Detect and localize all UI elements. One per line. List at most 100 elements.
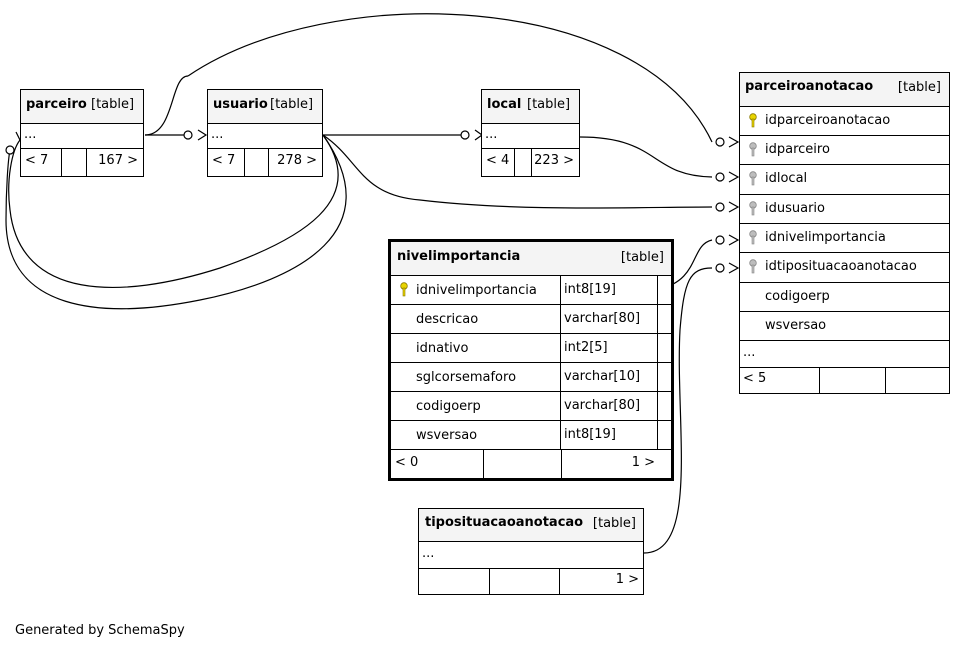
generated-by-footer: Generated by SchemaSpy bbox=[15, 623, 185, 638]
optional-marker bbox=[715, 235, 725, 245]
crowfoot-marker bbox=[728, 262, 740, 274]
column-name: sglcorsemaforo bbox=[416, 370, 517, 385]
divider bbox=[561, 450, 562, 478]
column-row[interactable]: idtiposituacaoanotacao bbox=[740, 252, 949, 282]
table-name[interactable]: tiposituacaoanotacao bbox=[425, 515, 584, 530]
more-columns-row[interactable]: ... bbox=[419, 541, 643, 568]
parents-count[interactable]: 223 > bbox=[534, 153, 574, 168]
more-columns: ... bbox=[485, 127, 498, 142]
table-name[interactable]: nivelimportancia bbox=[397, 249, 521, 264]
edge-parceiro-loop-1 bbox=[8, 134, 339, 289]
table-header bbox=[208, 90, 322, 123]
table-name[interactable]: parceiroanotacao bbox=[745, 79, 874, 94]
parents-count[interactable]: 1 > bbox=[631, 455, 655, 470]
table-header bbox=[391, 242, 671, 275]
relationship-counts: < 4 223 > bbox=[482, 148, 579, 176]
column-name: idusuario bbox=[765, 201, 825, 216]
table-name[interactable]: parceiro bbox=[26, 97, 87, 112]
divider bbox=[61, 149, 62, 176]
relationship-counts: < 5 bbox=[740, 367, 949, 393]
parents-count[interactable]: 278 > bbox=[277, 153, 317, 168]
column-row[interactable]: codigoerp varchar[80] bbox=[391, 391, 671, 420]
table-header bbox=[482, 90, 579, 123]
divider bbox=[657, 392, 658, 420]
column-name: codigoerp bbox=[765, 289, 830, 304]
divider bbox=[86, 149, 87, 176]
column-row[interactable]: idlocal bbox=[740, 164, 949, 194]
divider bbox=[657, 276, 658, 304]
children-count[interactable]: < 5 bbox=[743, 371, 767, 386]
column-name: wsversao bbox=[765, 318, 827, 333]
column-row[interactable]: idusuario bbox=[740, 194, 949, 223]
column-row[interactable]: idnivelimportancia bbox=[740, 223, 949, 252]
divider bbox=[560, 276, 561, 304]
table-local[interactable]: local [table] ... < 4 223 > bbox=[481, 89, 580, 177]
more-columns-row[interactable]: ... bbox=[21, 123, 143, 148]
column-type: varchar[80] bbox=[564, 398, 641, 413]
column-row[interactable]: codigoerp bbox=[740, 282, 949, 311]
column-row[interactable]: wsversao bbox=[740, 311, 949, 340]
children-count[interactable]: < 7 bbox=[25, 153, 49, 168]
divider bbox=[560, 363, 561, 391]
edge-parceiroanotacao-parceiro bbox=[187, 13, 713, 143]
children-count[interactable]: < 4 bbox=[486, 153, 510, 168]
more-columns-row[interactable]: ... bbox=[482, 123, 579, 148]
table-tiposituacaoanotacao[interactable]: tiposituacaoanotacao [table] ... 1 > bbox=[418, 508, 644, 595]
primary-key-icon bbox=[400, 282, 408, 297]
edge-parceiro-loop-2 bbox=[5, 134, 347, 310]
divider bbox=[514, 149, 515, 176]
divider bbox=[657, 305, 658, 333]
edge-usuario-parceiro bbox=[144, 75, 189, 136]
more-columns: ... bbox=[211, 127, 224, 142]
divider bbox=[819, 368, 820, 393]
column-name: idparceiroanotacao bbox=[765, 113, 891, 128]
optional-marker bbox=[183, 130, 193, 140]
divider bbox=[560, 392, 561, 420]
optional-marker bbox=[715, 137, 725, 147]
table-name[interactable]: local bbox=[487, 97, 522, 112]
optional-marker bbox=[5, 145, 15, 155]
column-name: idnativo bbox=[416, 341, 469, 356]
children-count[interactable]: < 0 bbox=[395, 455, 419, 470]
more-columns-row[interactable]: ... bbox=[740, 340, 949, 367]
table-parceiro[interactable]: parceiro [table] ... < 7 167 > bbox=[20, 89, 144, 177]
optional-marker bbox=[460, 130, 470, 140]
more-columns: ... bbox=[743, 345, 756, 360]
divider bbox=[268, 149, 269, 176]
table-nivelimportancia[interactable]: nivelimportancia [table] idnivelimportan… bbox=[388, 239, 674, 481]
column-name: wsversao bbox=[416, 428, 478, 443]
children-count[interactable]: < 7 bbox=[212, 153, 236, 168]
table-parceiroanotacao[interactable]: parceiroanotacao [table] idparceiroanota… bbox=[739, 72, 950, 394]
table-name[interactable]: usuario bbox=[213, 97, 268, 112]
foreign-key-icon bbox=[749, 259, 757, 274]
column-row[interactable]: wsversao int8[19] bbox=[391, 420, 671, 449]
table-header bbox=[21, 90, 143, 123]
column-name: codigoerp bbox=[416, 399, 481, 414]
divider bbox=[657, 363, 658, 391]
table-kind: [table] bbox=[91, 97, 135, 112]
divider bbox=[560, 334, 561, 362]
column-name: idnivelimportancia bbox=[765, 230, 886, 245]
optional-marker bbox=[715, 263, 725, 273]
divider bbox=[560, 305, 561, 333]
edge-parceiroanotacao-local bbox=[579, 136, 713, 178]
divider bbox=[483, 450, 484, 478]
table-usuario[interactable]: usuario [table] ... < 7 278 > bbox=[207, 89, 323, 177]
table-kind: [table] bbox=[270, 97, 314, 112]
column-row[interactable]: idparceiro bbox=[740, 135, 949, 164]
table-kind: [table] bbox=[527, 97, 571, 112]
parents-count[interactable]: 167 > bbox=[98, 153, 138, 168]
column-row[interactable]: idnivelimportancia int8[19] bbox=[391, 275, 671, 304]
column-row[interactable]: idparceiroanotacao bbox=[740, 106, 949, 135]
parents-count[interactable]: 1 > bbox=[615, 572, 639, 587]
column-name: idparceiro bbox=[765, 142, 830, 157]
relationship-counts: < 7 167 > bbox=[21, 148, 143, 176]
more-columns-row[interactable]: ... bbox=[208, 123, 322, 148]
column-row[interactable]: descricao varchar[80] bbox=[391, 304, 671, 333]
column-type: varchar[10] bbox=[564, 369, 641, 384]
column-row[interactable]: idnativo int2[5] bbox=[391, 333, 671, 362]
relationship-counts: < 0 1 > bbox=[391, 449, 671, 478]
table-kind: [table] bbox=[620, 250, 664, 265]
column-row[interactable]: sglcorsemaforo varchar[10] bbox=[391, 362, 671, 391]
edge-markers bbox=[5, 129, 740, 274]
